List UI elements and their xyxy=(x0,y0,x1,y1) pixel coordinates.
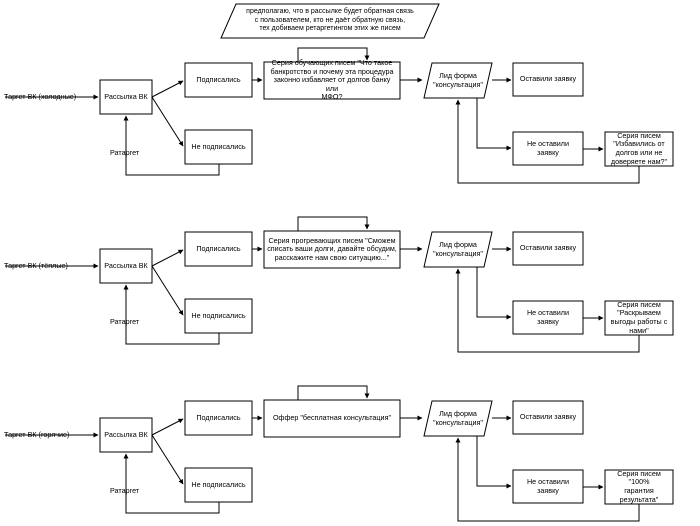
applied-node xyxy=(512,62,584,97)
lead-label: Лид форма "консультация" xyxy=(433,408,483,427)
mailing-node xyxy=(99,417,153,453)
retarget-label: Ратаргет xyxy=(110,485,140,495)
edge-series-loop xyxy=(297,216,370,231)
followup-label: Серия писем "Раскрываем выгоды работы с … xyxy=(610,299,668,335)
edge-mailing-not-subscribed xyxy=(151,434,184,485)
applied-label: Оставили заявку xyxy=(519,74,577,84)
source-label: Таргет ВК (тёплые) xyxy=(4,260,68,270)
lead-node xyxy=(423,231,493,268)
not-subscribed-label: Не подписались xyxy=(191,310,246,320)
source-label: Таргет ВК (холодные) xyxy=(4,91,77,101)
followup-node xyxy=(604,300,674,336)
series-label: Серия обучающих писем "Что такое банкрот… xyxy=(270,57,394,102)
edge-mailing-subscribed xyxy=(151,418,184,436)
edge-series-loop xyxy=(297,385,370,400)
not-subscribed-node xyxy=(184,298,253,334)
not-applied-node xyxy=(512,469,584,504)
subscribed-node xyxy=(184,62,253,98)
edge-retarget xyxy=(123,284,220,345)
applied-label: Оставили заявку xyxy=(519,243,577,253)
subscribed-label: Подписались xyxy=(196,243,241,253)
edge-mailing-subscribed xyxy=(151,249,184,267)
lead-node xyxy=(423,62,493,99)
retarget-label: Ратаргет xyxy=(110,147,140,157)
mailing-label: Рассылка ВК xyxy=(104,91,148,101)
not-subscribed-node xyxy=(184,467,253,503)
edge-followup-lead xyxy=(455,268,640,353)
subscribed-label: Подписались xyxy=(196,74,241,84)
series-node xyxy=(263,61,401,100)
note-shape xyxy=(220,3,440,39)
mailing-label: Рассылка ВК xyxy=(104,429,148,439)
edge-series-loop xyxy=(297,47,370,62)
edge-followup-lead xyxy=(455,437,640,522)
applied-node xyxy=(512,400,584,435)
followup-label: Серия писем "100% гарантия результата" xyxy=(617,468,661,504)
not-subscribed-node xyxy=(184,129,253,165)
edge-mailing-not-subscribed xyxy=(151,265,184,316)
not-applied-label: Не оставили заявку xyxy=(526,307,570,326)
lead-node xyxy=(423,400,493,437)
series-label: Серия прогревающих писем "Сможем списать… xyxy=(267,235,397,262)
series-node xyxy=(263,399,401,438)
mailing-node xyxy=(99,248,153,284)
applied-node xyxy=(512,231,584,266)
note-text: предполагаю, что в рассылке будет обратн… xyxy=(246,8,414,33)
edge-lead-not-applied xyxy=(476,98,512,151)
applied-label: Оставили заявку xyxy=(519,412,577,422)
not-applied-label: Не оставили заявку xyxy=(526,476,570,495)
lead-label: Лид форма "консультация" xyxy=(433,239,483,258)
edge-lead-not-applied xyxy=(476,267,512,320)
retarget-label: Ратаргет xyxy=(110,316,140,326)
series-node xyxy=(263,230,401,269)
edge-mailing-not-subscribed xyxy=(151,96,184,147)
not-subscribed-label: Не подписались xyxy=(191,479,246,489)
not-subscribed-label: Не подписались xyxy=(191,141,246,151)
subscribed-label: Подписались xyxy=(196,412,241,422)
edge-lead-not-applied xyxy=(476,436,512,489)
followup-node xyxy=(604,131,674,167)
subscribed-node xyxy=(184,400,253,436)
mailing-label: Рассылка ВК xyxy=(104,260,148,270)
lead-label: Лид форма "консультация" xyxy=(433,70,483,89)
edge-retarget xyxy=(123,115,220,176)
subscribed-node xyxy=(184,231,253,267)
edge-mailing-subscribed xyxy=(151,80,184,98)
followup-label: Серия писем "Избавились от долгов или не… xyxy=(610,130,668,166)
series-label: Оффер "бесплатная консультация" xyxy=(272,413,392,423)
not-applied-label: Не оставили заявку xyxy=(526,138,570,157)
edge-retarget xyxy=(123,453,220,514)
source-label: Таргет ВК (горячие) xyxy=(4,429,70,439)
edge-followup-lead xyxy=(455,99,640,184)
